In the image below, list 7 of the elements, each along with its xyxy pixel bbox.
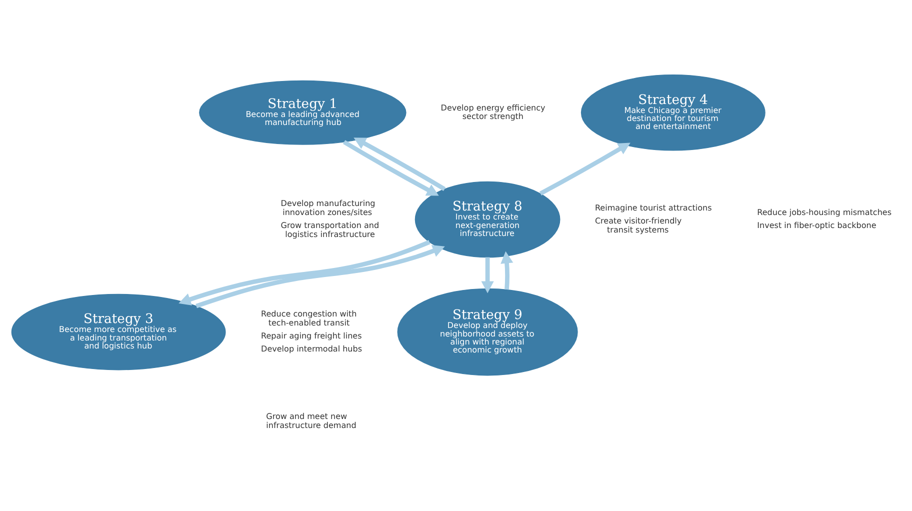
arrow (500, 251, 514, 290)
arrow (539, 142, 630, 196)
arrow (342, 140, 439, 196)
arrow (481, 257, 494, 294)
arrow (354, 138, 446, 192)
arrow (196, 244, 445, 308)
arrow (178, 240, 430, 306)
